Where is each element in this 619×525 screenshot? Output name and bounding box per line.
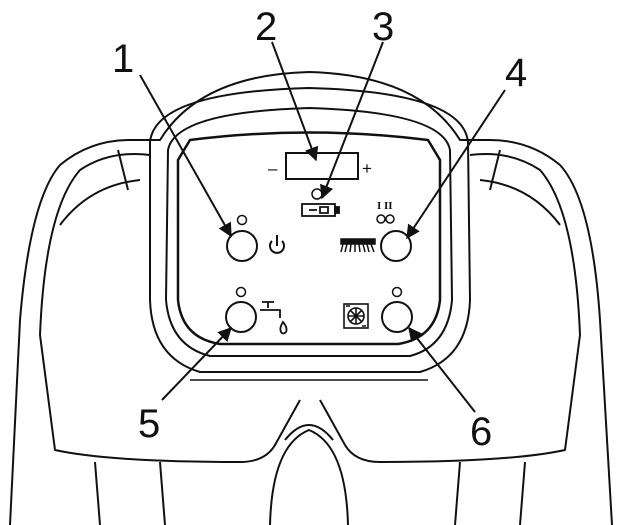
callout-number-5: 5: [138, 402, 160, 446]
display-plus-label: +: [362, 159, 372, 178]
water-indicator-led: [237, 288, 246, 297]
vacuum-button[interactable]: [382, 302, 412, 332]
callout-line-5: [162, 328, 231, 400]
callout-number-6: 6: [470, 410, 492, 454]
callout-number-1: 1: [112, 37, 134, 81]
water-button[interactable]: [226, 302, 256, 332]
battery-indicator-led: [312, 189, 322, 199]
callout-number-4: 4: [505, 51, 527, 95]
display-icon: [286, 153, 358, 179]
vacuum-indicator-led: [393, 288, 402, 297]
brush-button[interactable]: [381, 231, 411, 261]
callout-number-3: 3: [372, 5, 394, 49]
display-minus-label: –: [268, 159, 278, 178]
power-indicator-led: [238, 216, 247, 225]
callout-line-6: [409, 328, 475, 412]
brush-speed-label: I II: [377, 200, 393, 212]
callout-number-2: 2: [255, 5, 277, 49]
